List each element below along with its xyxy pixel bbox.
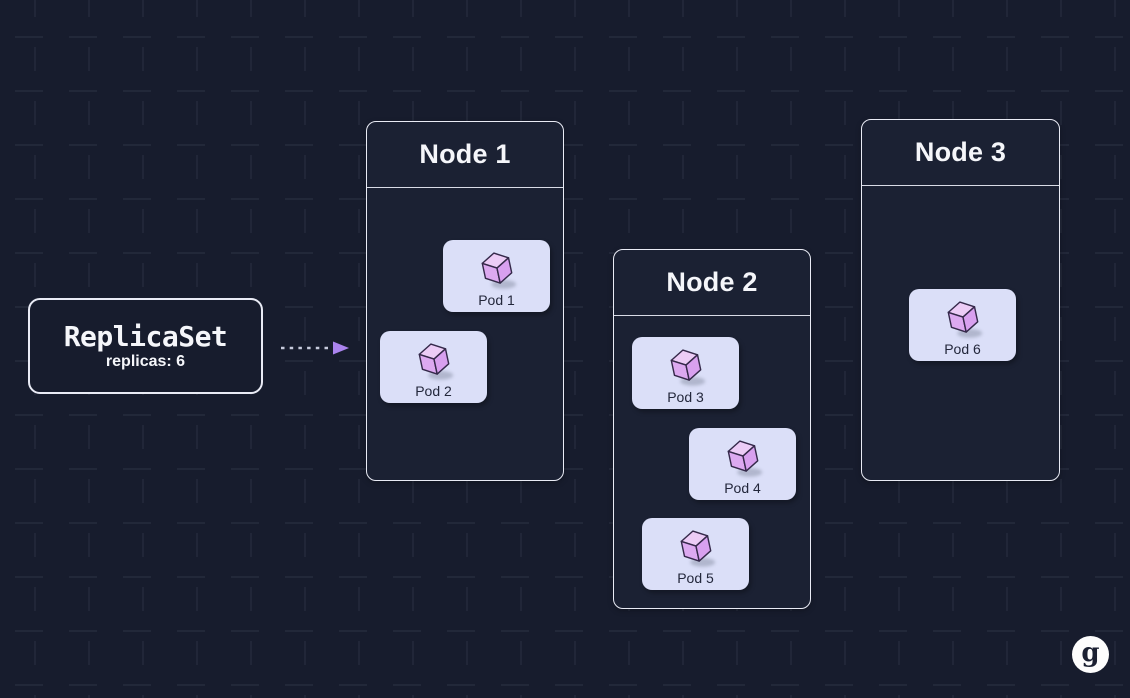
brand-logo-letter: g <box>1081 637 1100 668</box>
replicaset-title: ReplicaSet <box>63 319 228 353</box>
pod-cube-icon <box>716 436 770 480</box>
node-3-title: Node 3 <box>914 137 1007 167</box>
node-2-body: Pod 3 Pod 4 Pod 5 <box>614 316 810 608</box>
pod-cube-icon <box>936 297 990 341</box>
node-2-header: Node 2 <box>614 250 810 316</box>
brand-logo: g <box>1072 636 1109 673</box>
node-2-box: Node 2 Pod 3 Pod 4 Pod 5 <box>613 249 811 609</box>
pod-6-label: Pod 6 <box>944 340 981 357</box>
pod-cube-icon <box>470 248 524 292</box>
pod-6-card: Pod 6 <box>909 289 1016 361</box>
pod-4-card: Pod 4 <box>689 428 796 500</box>
pod-1-label: Pod 1 <box>478 291 515 308</box>
pod-3-label: Pod 3 <box>667 388 704 405</box>
pod-2-card: Pod 2 <box>380 331 487 403</box>
pod-3-card: Pod 3 <box>632 337 739 409</box>
pod-cube-icon <box>407 339 461 383</box>
node-2-title: Node 2 <box>666 267 758 297</box>
node-1-body: Pod 1 Pod 2 <box>367 188 563 480</box>
dashed-arrow-icon <box>281 341 349 355</box>
node-1-box: Node 1 Pod 1 Pod 2 <box>366 121 564 481</box>
node-1-title: Node 1 <box>419 139 511 169</box>
pod-2-label: Pod 2 <box>415 382 452 399</box>
pod-cube-icon <box>659 345 713 389</box>
node-1-header: Node 1 <box>367 122 563 188</box>
replicaset-box: ReplicaSet replicas: 6 <box>28 298 263 394</box>
node-3-body: Pod 6 <box>862 186 1059 480</box>
pod-5-label: Pod 5 <box>677 569 714 586</box>
pod-cube-icon <box>669 526 723 570</box>
node-3-box: Node 3 Pod 6 <box>861 119 1060 481</box>
pod-5-card: Pod 5 <box>642 518 749 590</box>
pod-4-label: Pod 4 <box>724 479 761 496</box>
node-3-header: Node 3 <box>862 120 1059 186</box>
replicaset-replicas-count: replicas: 6 <box>105 352 186 370</box>
pod-1-card: Pod 1 <box>443 240 550 312</box>
